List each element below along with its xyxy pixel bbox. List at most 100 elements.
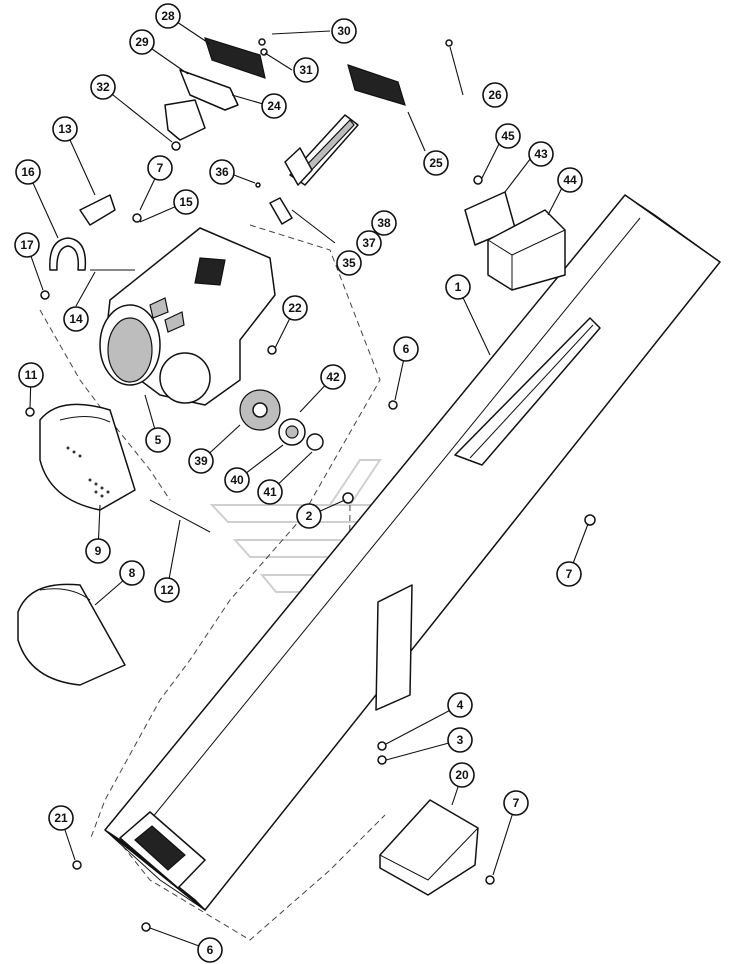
callout-number: 20 xyxy=(455,768,469,782)
callout-14: 14 xyxy=(63,306,89,332)
callout-number: 12 xyxy=(160,583,174,597)
wear-plate-25 xyxy=(347,64,406,106)
callout-number: 3 xyxy=(457,733,464,747)
callout-circle xyxy=(393,336,419,362)
callout-circle xyxy=(447,692,473,718)
callout-circle xyxy=(188,448,214,474)
callout-circle xyxy=(18,362,44,388)
callout-number: 8 xyxy=(129,566,136,580)
callout-29: 29 xyxy=(129,29,155,55)
cover-part-44 xyxy=(487,209,566,291)
callout-number: 14 xyxy=(69,312,83,326)
callout-9: 9 xyxy=(85,538,111,564)
callout-41: 41 xyxy=(257,479,283,505)
wear-plate-28 xyxy=(204,37,266,79)
callout-number: 37 xyxy=(362,236,376,250)
callout-circle xyxy=(147,155,173,181)
callout-17: 17 xyxy=(14,232,40,258)
callout-circle xyxy=(48,805,74,831)
callout-24: 24 xyxy=(261,93,287,119)
callout-number: 38 xyxy=(377,216,391,230)
callout-number: 30 xyxy=(337,24,351,38)
callout-43: 43 xyxy=(528,141,554,167)
callout-number: 6 xyxy=(207,943,214,957)
callout-number: 16 xyxy=(21,165,35,179)
callout-6b: 6 xyxy=(197,937,223,963)
callout-1: 1 xyxy=(445,274,471,300)
callout-circle xyxy=(85,538,111,564)
callout-7b: 7 xyxy=(556,561,582,587)
callout-44: 44 xyxy=(557,167,583,193)
callout-circle xyxy=(154,577,180,603)
callout-circle xyxy=(63,306,89,332)
callout-number: 44 xyxy=(563,173,577,187)
hardware-small-parts xyxy=(25,38,596,932)
callout-7c: 7 xyxy=(503,790,529,816)
callout-number: 9 xyxy=(95,544,102,558)
callout-number: 6 xyxy=(403,342,410,356)
shield-part-9 xyxy=(39,403,136,511)
washer-part-41 xyxy=(306,433,324,451)
main-tube-part-1 xyxy=(104,194,721,911)
callout-circle xyxy=(173,189,199,215)
callout-circle xyxy=(447,727,473,753)
callout-circle xyxy=(224,467,250,493)
sprocket-part-39 xyxy=(239,389,281,431)
callout-39: 39 xyxy=(188,448,214,474)
callout-circle xyxy=(197,937,223,963)
callout-31: 31 xyxy=(293,57,319,83)
callout-circle xyxy=(320,364,346,390)
callout-16: 16 xyxy=(15,159,41,185)
callout-number: 7 xyxy=(157,161,164,175)
callout-number: 22 xyxy=(288,301,302,315)
callout-22: 22 xyxy=(282,295,308,321)
callout-circle xyxy=(209,159,235,185)
u-bolt-part-16 xyxy=(49,237,87,271)
callout-number: 7 xyxy=(566,567,573,581)
callout-number: 41 xyxy=(263,485,277,499)
callout-number: 28 xyxy=(161,9,175,23)
callout-number: 29 xyxy=(135,35,149,49)
callout-number: 25 xyxy=(429,156,443,170)
callout-6a: 6 xyxy=(393,336,419,362)
callout-number: 4 xyxy=(457,698,464,712)
bushing-part-40 xyxy=(278,418,306,446)
callout-38: 38 xyxy=(371,210,397,236)
callout-circle xyxy=(445,274,471,300)
callout-20: 20 xyxy=(449,762,475,788)
callout-number: 26 xyxy=(488,88,502,102)
callout-25: 25 xyxy=(423,150,449,176)
callout-circle xyxy=(336,250,362,276)
callout-circle xyxy=(482,82,508,108)
callout-circle xyxy=(261,93,287,119)
callout-number: 40 xyxy=(230,473,244,487)
callout-circle xyxy=(556,561,582,587)
callout-number: 11 xyxy=(25,368,38,382)
callout-37: 37 xyxy=(356,230,382,256)
callout-11: 11 xyxy=(18,362,44,388)
callout-circle xyxy=(145,427,171,453)
callout-number: 2 xyxy=(306,509,313,523)
callout-number: 5 xyxy=(155,433,162,447)
callout-36: 36 xyxy=(209,159,235,185)
callout-number: 15 xyxy=(179,195,193,209)
callout-number: 35 xyxy=(342,256,356,270)
callout-circle xyxy=(15,159,41,185)
sprocket-housing-part-5 xyxy=(99,227,276,406)
callout-circle xyxy=(423,150,449,176)
callout-circle xyxy=(371,210,397,236)
callout-circle xyxy=(257,479,283,505)
callout-circle xyxy=(557,167,583,193)
callout-12: 12 xyxy=(154,577,180,603)
callout-circle xyxy=(331,18,357,44)
bracket-part-32-block xyxy=(164,99,206,141)
callout-number: 39 xyxy=(194,454,208,468)
callout-number: 45 xyxy=(501,129,515,143)
leader-lines xyxy=(26,15,589,951)
callout-circle xyxy=(119,560,145,586)
callout-28: 28 xyxy=(155,3,181,29)
callout-circle xyxy=(129,29,155,55)
shield-part-8 xyxy=(17,583,126,686)
